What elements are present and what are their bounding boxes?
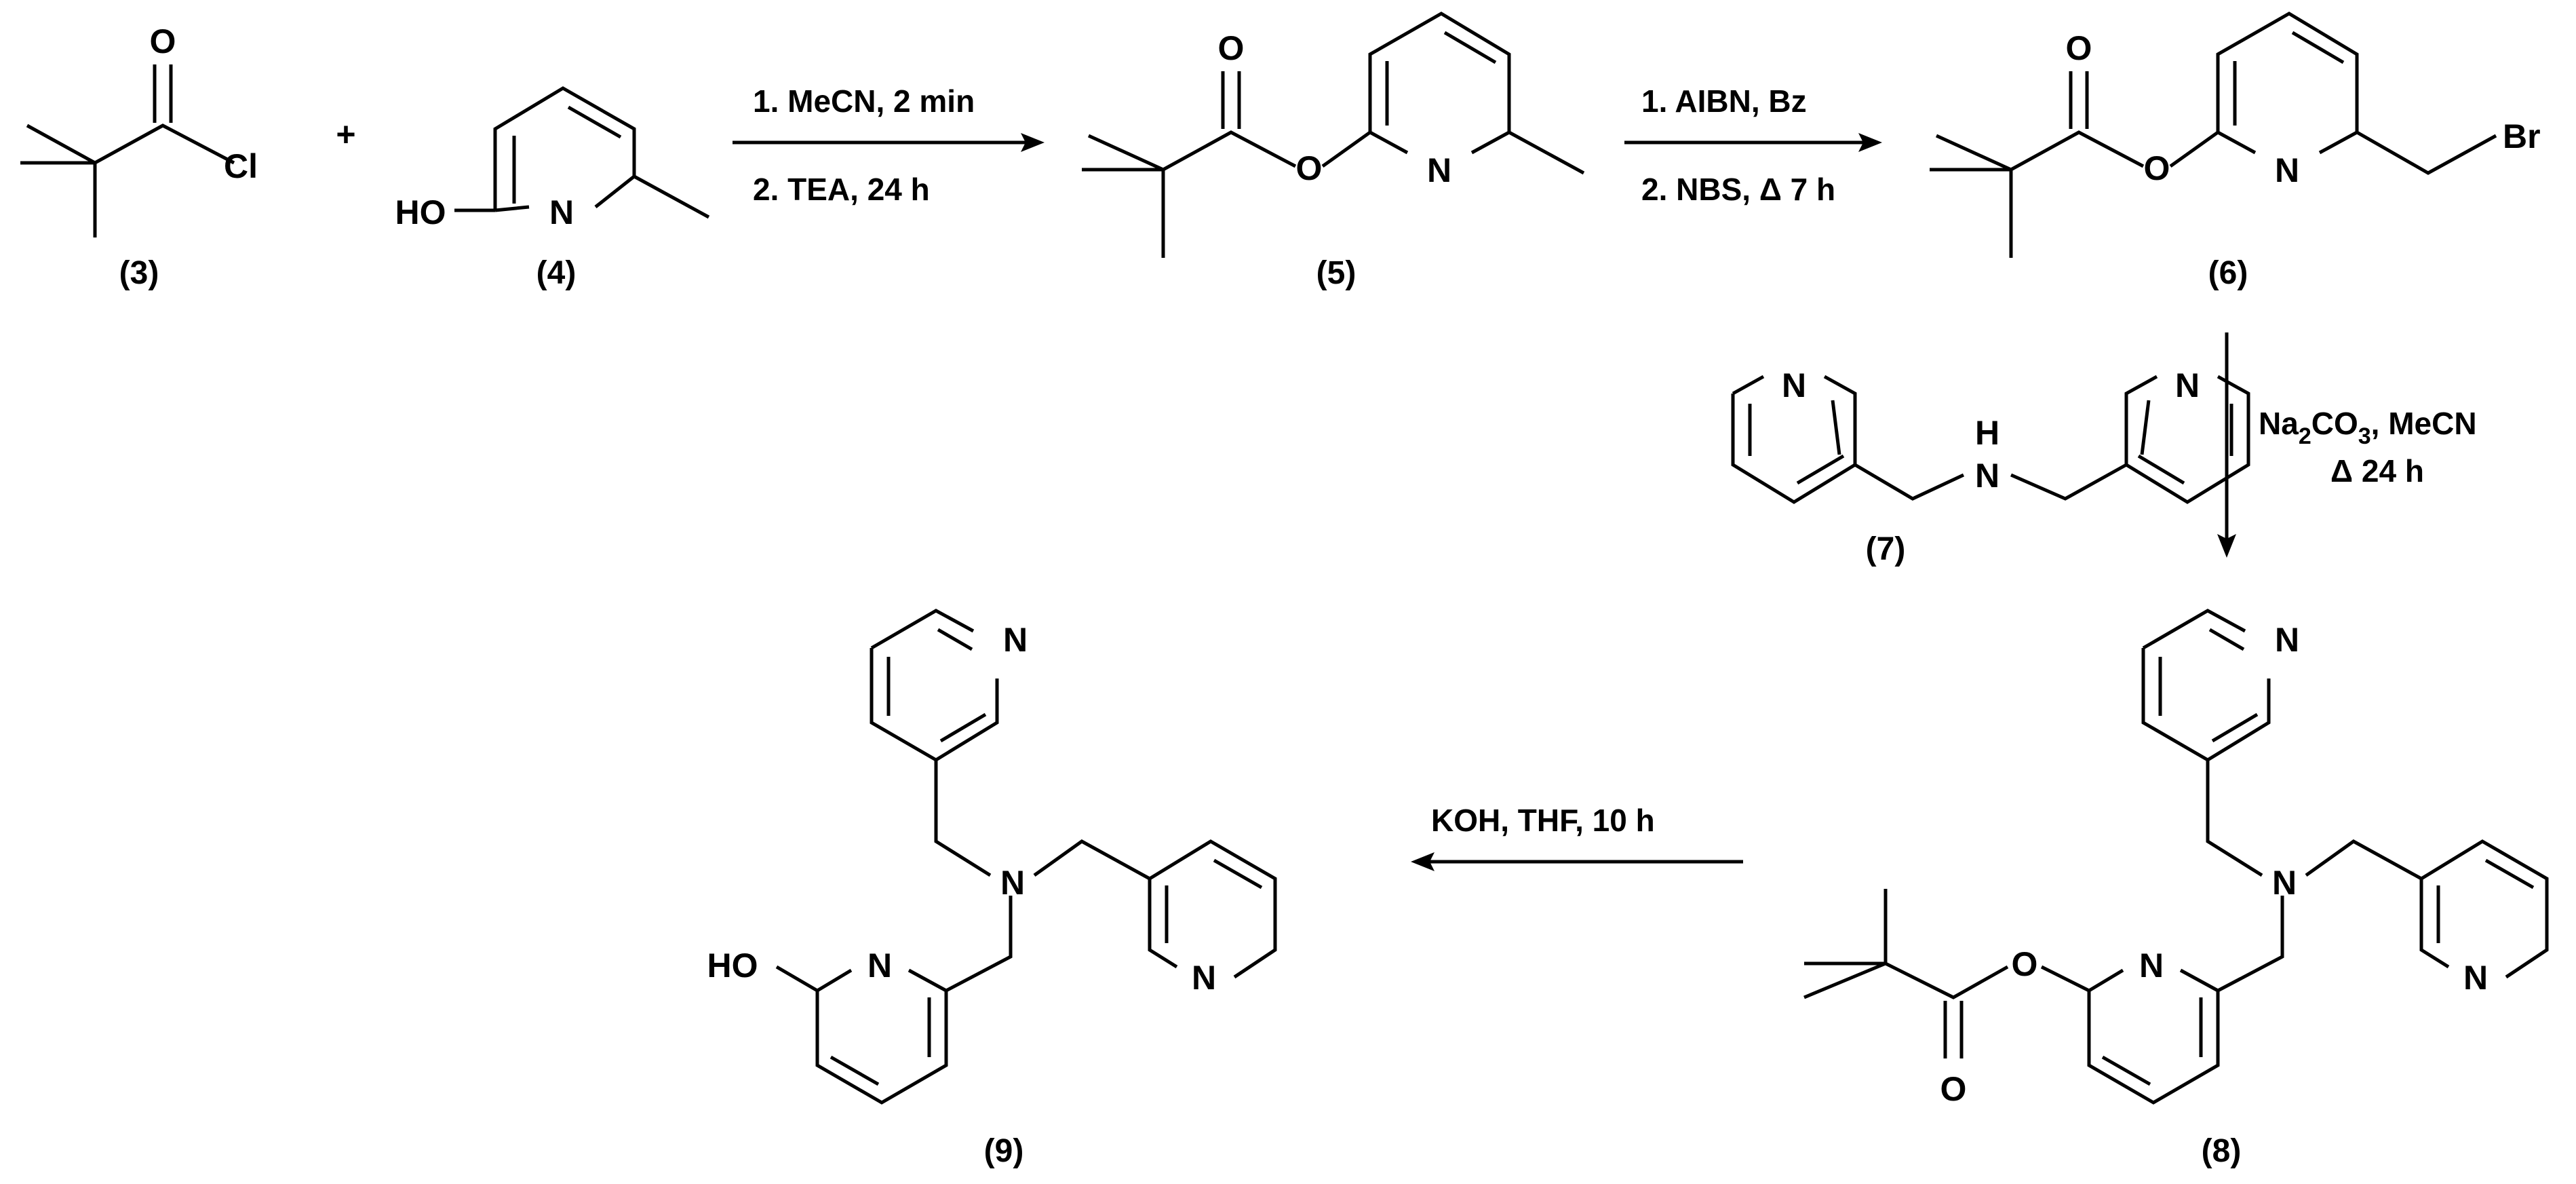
- atom-o: O: [2012, 945, 2038, 983]
- atom-o: O: [2066, 29, 2092, 67]
- step1-condition-1: 1. MeCN, 2 min: [753, 83, 975, 119]
- atom-n: N: [2275, 151, 2299, 189]
- atom-ho: HO: [707, 947, 758, 985]
- compound-8-structure: N N N N O O: [1803, 609, 2549, 1108]
- atom-ho: HO: [395, 193, 446, 231]
- compound-9-label: (9): [984, 1133, 1024, 1169]
- compound-3-label: (3): [119, 255, 159, 291]
- compound-5-structure: O O N: [1082, 12, 1585, 258]
- reaction-arrow-2: [1624, 133, 1882, 152]
- compound-4-structure: N HO: [395, 86, 710, 231]
- compound-8-label: (8): [2202, 1133, 2242, 1169]
- compound-3-structure: O Cl: [20, 22, 258, 237]
- compound-6-label: (6): [2208, 255, 2248, 291]
- atom-o: O: [1218, 29, 1245, 67]
- compound-5-label: (5): [1316, 255, 1357, 291]
- atom-n: N: [2175, 366, 2200, 404]
- atom-n: N: [1975, 457, 1999, 495]
- step3-condition-2: Δ 24 h: [2330, 453, 2424, 489]
- compound-4-label: (4): [536, 255, 577, 291]
- atom-n: N: [2463, 959, 2488, 997]
- step2-condition-2: 2. NBS, Δ 7 h: [1641, 172, 1835, 207]
- atom-n: N: [1427, 151, 1451, 189]
- atom-n: N: [867, 947, 892, 985]
- compound-7-label: (7): [1866, 531, 1906, 567]
- atom-n: N: [1003, 621, 1028, 659]
- atom-n: N: [1782, 366, 1806, 404]
- step3-condition-1: Na2CO3, MeCN: [2259, 406, 2477, 449]
- atom-h: H: [1975, 414, 1999, 452]
- step2-condition-1: 1. AIBN, Bz: [1641, 83, 1807, 119]
- step4-condition-1: KOH, THF, 10 h: [1431, 803, 1655, 838]
- atom-o: O: [150, 22, 176, 60]
- atom-o: O: [1296, 149, 1323, 187]
- atom-n: N: [1000, 864, 1025, 902]
- atom-n: N: [1192, 959, 1216, 997]
- atom-n: N: [2275, 621, 2299, 659]
- reaction-arrow-1: [733, 133, 1045, 152]
- atom-n: N: [2139, 947, 2164, 985]
- compound-7-structure: N H N N: [1731, 366, 2250, 504]
- reaction-arrow-4: [1411, 852, 1743, 871]
- plus-sign: +: [336, 115, 355, 153]
- atom-o: O: [1940, 1070, 1967, 1108]
- compound-6-structure: O O N Br: [1930, 12, 2541, 258]
- reaction-arrow-3: [2217, 332, 2236, 558]
- atom-n: N: [549, 193, 574, 231]
- atom-cl: Cl: [224, 147, 258, 185]
- atom-n: N: [2272, 864, 2297, 902]
- atom-o: O: [2144, 149, 2170, 187]
- step1-condition-2: 2. TEA, 24 h: [753, 172, 930, 207]
- compound-9-structure: N N N N HO: [707, 609, 1277, 1105]
- atom-br: Br: [2503, 117, 2541, 155]
